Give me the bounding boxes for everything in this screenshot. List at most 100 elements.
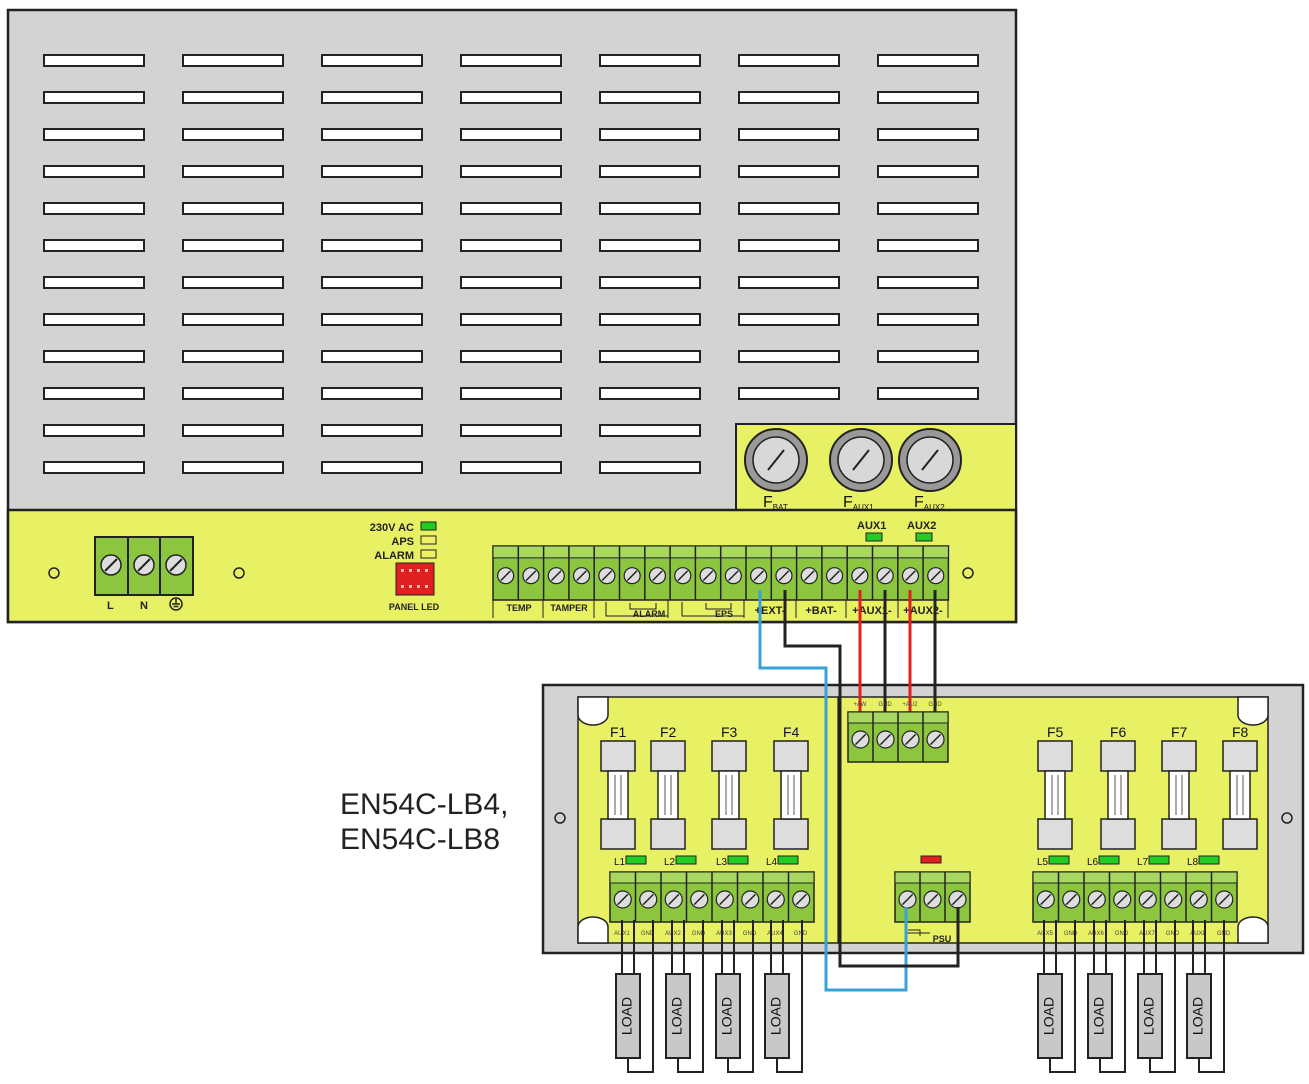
vent-slot [599, 202, 701, 215]
vent-slot [738, 276, 840, 289]
aux1-led [865, 532, 883, 542]
vent-slot [738, 202, 840, 215]
wires [758, 590, 960, 992]
load-label: LOAD [1041, 997, 1057, 1035]
module-output-label: AUX5 [1037, 931, 1053, 937]
aux2-led [915, 532, 933, 542]
vent-slot [599, 91, 701, 104]
vent-slot [43, 165, 145, 178]
vent-slot [43, 313, 145, 326]
vent-slot [43, 461, 145, 474]
module-led-label: L5 [1037, 857, 1049, 868]
vent-slot [599, 239, 701, 252]
vent-slot [599, 165, 701, 178]
module-psu-label: PSU [933, 934, 952, 944]
aux2-led-label: AUX2 [907, 520, 936, 532]
vent-slot [877, 54, 979, 67]
mains-label-n: N [140, 600, 148, 612]
module-led-label: L7 [1137, 857, 1149, 868]
fuse-label-aux2: FAUX2 [914, 494, 945, 512]
load-label: LOAD [1141, 997, 1157, 1035]
vent-slot [182, 350, 284, 363]
vent-slot [321, 54, 423, 67]
led-230v [420, 521, 437, 531]
module-output-label: AUX8 [1190, 931, 1206, 937]
module-fuse-2: F2 [650, 724, 686, 850]
load-label: LOAD [669, 997, 685, 1035]
vent-slot [738, 239, 840, 252]
module-fuse-3: F3 [711, 724, 747, 850]
module-led-label: L3 [716, 857, 728, 868]
module-input-label: +AU2 [902, 702, 918, 708]
vent-slot [738, 387, 840, 400]
fuse-label-aux1: FAUX1 [843, 494, 874, 512]
vent-slot [321, 128, 423, 141]
vent-slot [182, 239, 284, 252]
wire-ext-plus-blue [758, 590, 908, 992]
module-fuse-4: F4 [773, 724, 809, 850]
aux1-led-label: AUX1 [857, 520, 886, 532]
indicator-label-230v: 230V AC [370, 522, 414, 534]
psu-enclosure: FBAT FAUX1 FAUX2 AUX1 AUX2 L [6, 8, 1018, 624]
vent-slot [460, 313, 562, 326]
vent-slot [599, 461, 701, 474]
module-led [1098, 855, 1120, 865]
vent-slot [43, 202, 145, 215]
vent-slot [877, 313, 979, 326]
module-output-label: AUX4 [767, 931, 783, 937]
module-caption-line1: EN54C-LB4, [340, 788, 508, 821]
psu-status-led [920, 855, 942, 864]
module-fuse-label: F5 [1047, 724, 1064, 740]
vent-slot [43, 350, 145, 363]
vent-slot [738, 350, 840, 363]
module-standoffs [577, 696, 1269, 944]
vent-slot [182, 313, 284, 326]
module-caption-line2: EN54C-LB8 [340, 823, 500, 856]
vent-slot [460, 202, 562, 215]
vent-slot [43, 239, 145, 252]
module-led [675, 855, 697, 865]
module-fuse-7: F7 [1161, 724, 1197, 850]
vent-slot [877, 350, 979, 363]
vent-slot [460, 54, 562, 67]
module-output-label: GND [1166, 931, 1180, 937]
module-fuse-label: F8 [1232, 724, 1249, 740]
module-led [727, 855, 749, 865]
module-input-label: GND [878, 702, 892, 708]
load-label: LOAD [619, 997, 635, 1035]
vent-slot [738, 91, 840, 104]
vent-slot [182, 54, 284, 67]
mount-hole [1281, 812, 1293, 824]
module-fuse-8: F8 [1222, 724, 1258, 850]
fuse-holder-aux2-icon [898, 428, 962, 492]
vent-slot [182, 165, 284, 178]
vent-slot [460, 239, 562, 252]
psu-fuse-holders [744, 428, 962, 492]
vent-slot [182, 91, 284, 104]
module-led-label: L4 [766, 857, 778, 868]
load-resistor: LOAD [665, 920, 704, 1073]
vent-slot [877, 91, 979, 104]
vent-slot [599, 54, 701, 67]
vent-slot [321, 165, 423, 178]
module-input-label: GND [928, 702, 942, 708]
terminal-label-eps: EPS [715, 609, 733, 619]
module-output-label: AUX7 [1139, 931, 1155, 937]
vent-slot [877, 239, 979, 252]
mount-hole [962, 567, 974, 579]
vent-slot [877, 202, 979, 215]
vent-slot [599, 387, 701, 400]
panel-led-connector [395, 562, 435, 596]
vent-slot [738, 54, 840, 67]
vent-slot [460, 350, 562, 363]
vent-slot [460, 128, 562, 141]
vent-slot [460, 461, 562, 474]
vent-slot [321, 276, 423, 289]
module-output-label: AUX2 [665, 931, 681, 937]
module-fuse-1: F1 [600, 724, 636, 850]
mount-hole [233, 567, 245, 579]
led-alarm [420, 549, 437, 559]
